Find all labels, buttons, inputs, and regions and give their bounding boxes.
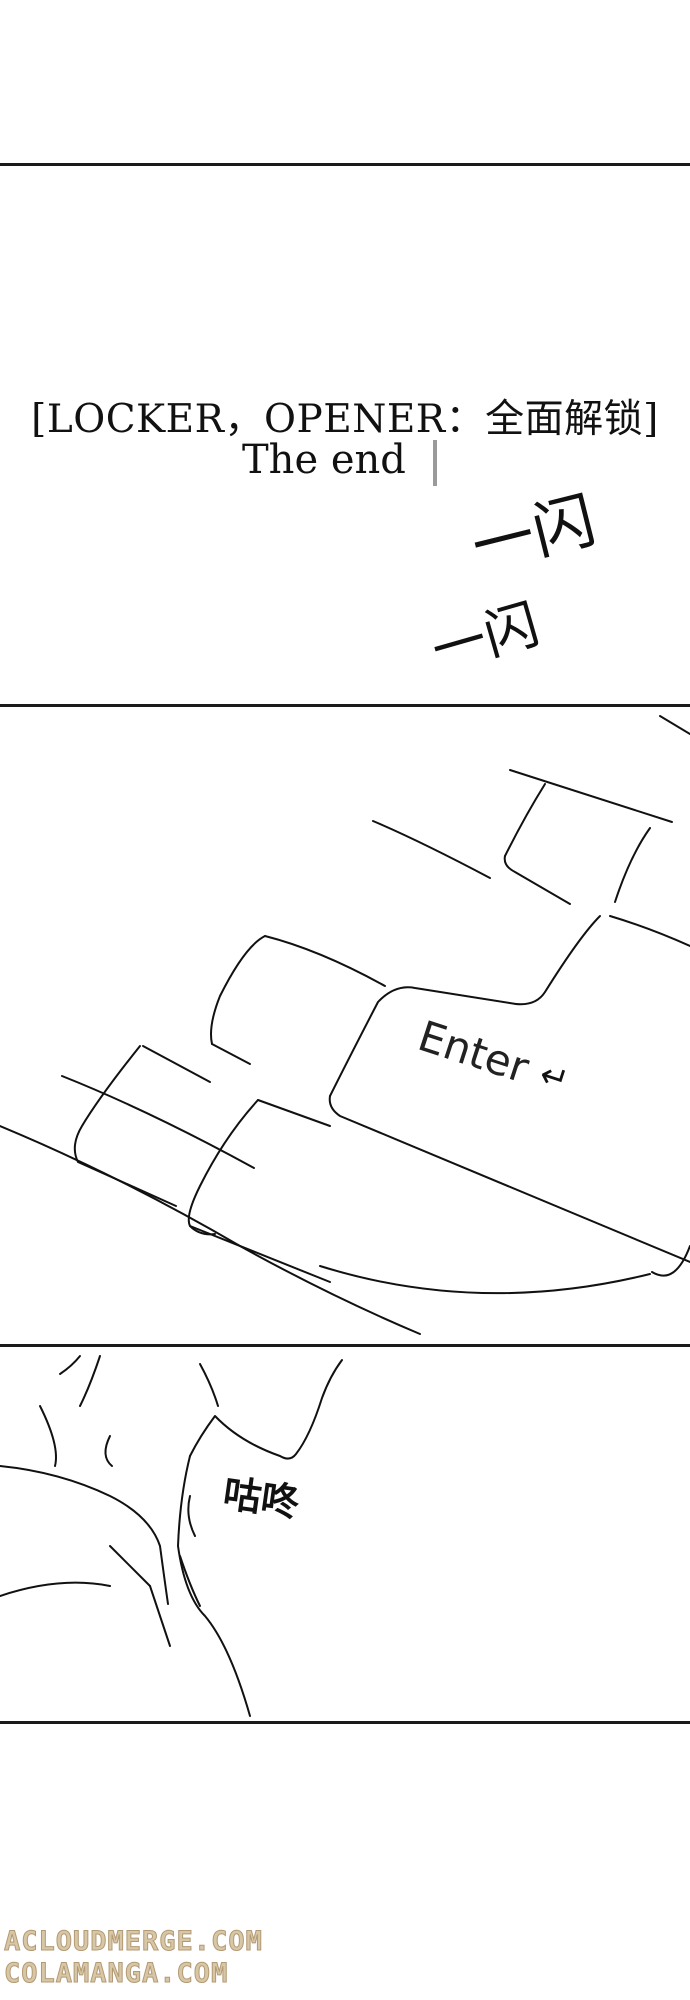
sfx-flash-1: 一闪 [464,482,603,584]
sfx-gulp: 咕咚 [220,1471,302,1526]
watermark-2: COLAMANGA.COM [3,1958,229,1990]
panel-border-separator-1 [0,704,690,707]
keyboard-illustration [0,715,690,1335]
panel-border-separator-2 [0,1344,690,1347]
panel-border-bottom [0,1721,690,1724]
panel-border-top [0,163,690,166]
caption-subtitle: The end [242,437,406,483]
caption-title: [LOCKER，OPENER：全面解锁] [31,397,659,442]
watermark-1: ACLOUDMERGE.COM [4,1926,263,1958]
sfx-flash-2: 一闪 [424,592,546,683]
text-cursor [433,440,437,486]
throat-illustration [0,1355,343,1717]
